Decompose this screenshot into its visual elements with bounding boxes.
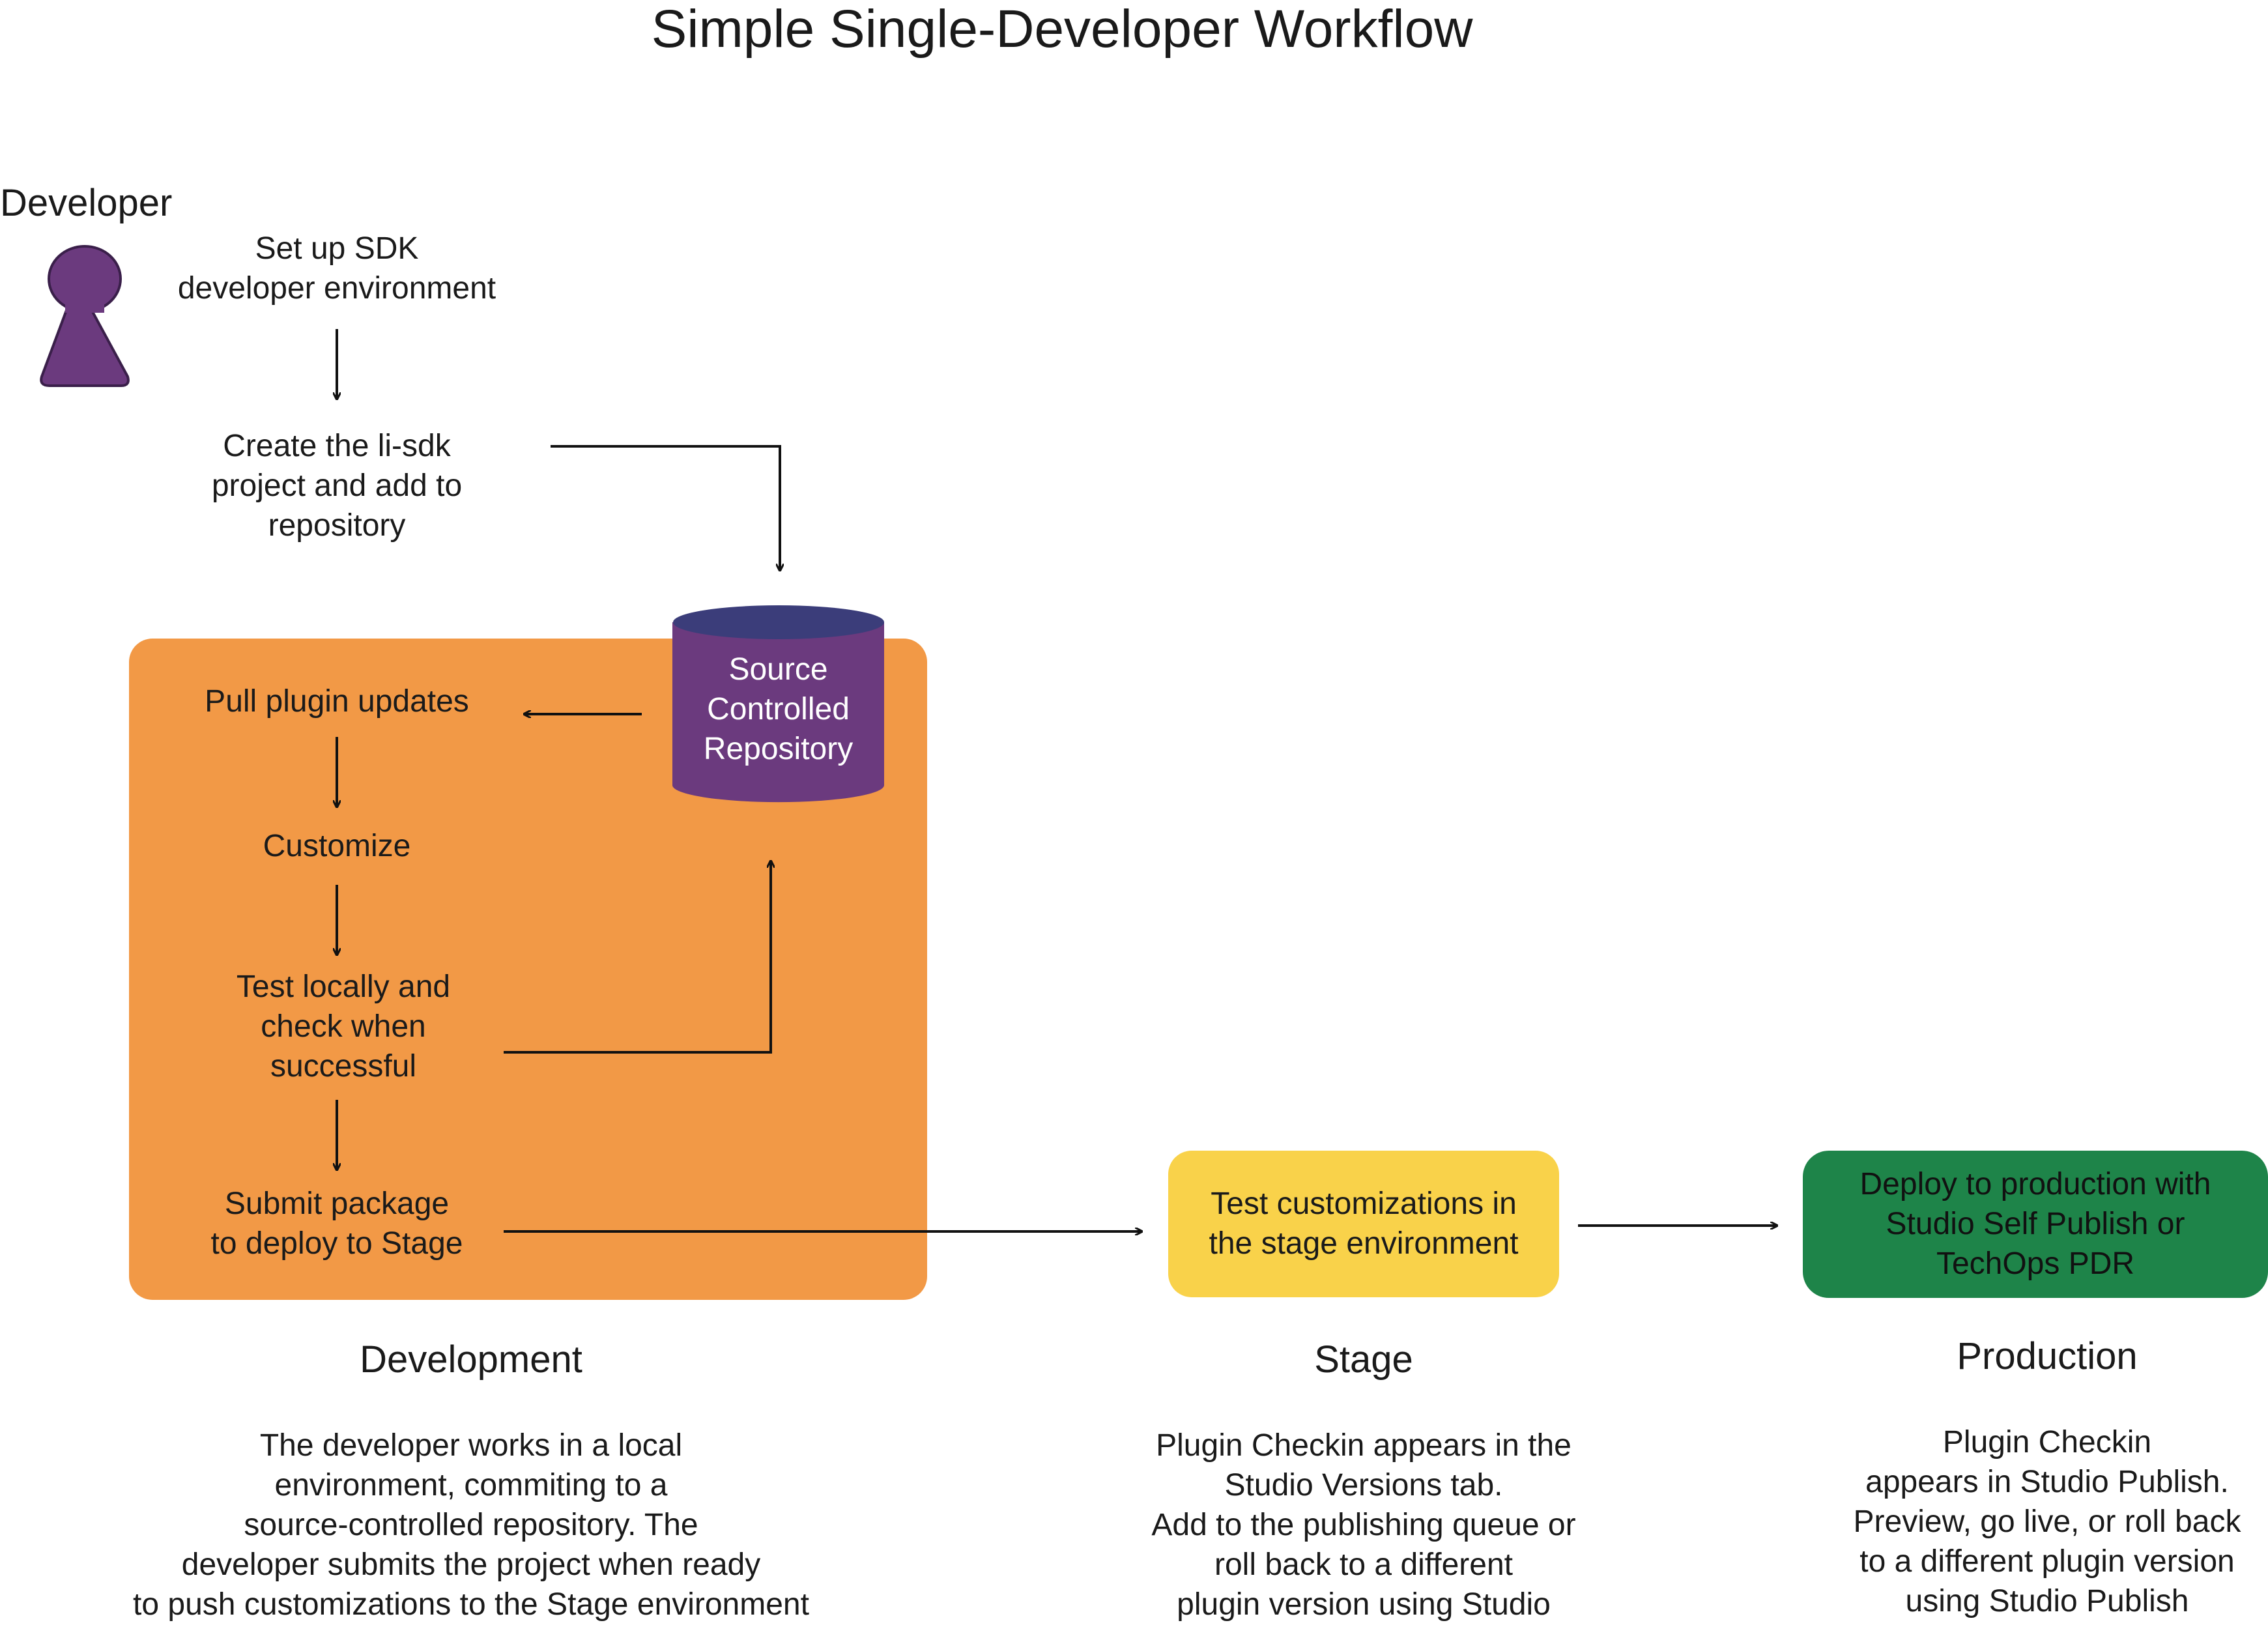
- step-test: Test locally and check when successful: [236, 970, 451, 1084]
- stage-section-title: Stage: [1314, 1338, 1413, 1381]
- step-customize: Customize: [263, 829, 411, 863]
- developer-label: Developer: [0, 182, 173, 224]
- step-create: Create the li-sdk project and add to rep…: [211, 429, 463, 543]
- stage-description: Plugin Checkin appears in the Studio Ver…: [1151, 1428, 1576, 1622]
- diagram-title: Simple Single-Developer Workflow: [651, 0, 1473, 59]
- step-pull: Pull plugin updates: [205, 684, 469, 719]
- step-submit: Submit package to deploy to Stage: [210, 1186, 463, 1261]
- development-section-title: Development: [360, 1338, 582, 1381]
- production-section-title: Production: [1957, 1335, 2138, 1377]
- person-icon: [40, 245, 130, 387]
- stage-box-label: Test customizations in the stage environ…: [1209, 1186, 1519, 1261]
- production-box-label: Deploy to production with Studio Self Pu…: [1859, 1167, 2211, 1281]
- connectors: [337, 329, 1777, 1231]
- production-description: Plugin Checkin appears in Studio Publish…: [1853, 1425, 2241, 1618]
- production-box: [1803, 1151, 2268, 1298]
- development-panel: [129, 639, 927, 1300]
- repository-cylinder-icon: [672, 605, 884, 803]
- repository-label: Source Controlled Repository: [703, 652, 854, 766]
- stage-box: [1168, 1151, 1559, 1297]
- development-description: The developer works in a local environme…: [133, 1428, 809, 1622]
- step-setup: Set up SDK developer environment: [177, 231, 496, 306]
- arrow-test-to-repository: [504, 861, 771, 1054]
- arrow-create-to-repository: [551, 445, 780, 570]
